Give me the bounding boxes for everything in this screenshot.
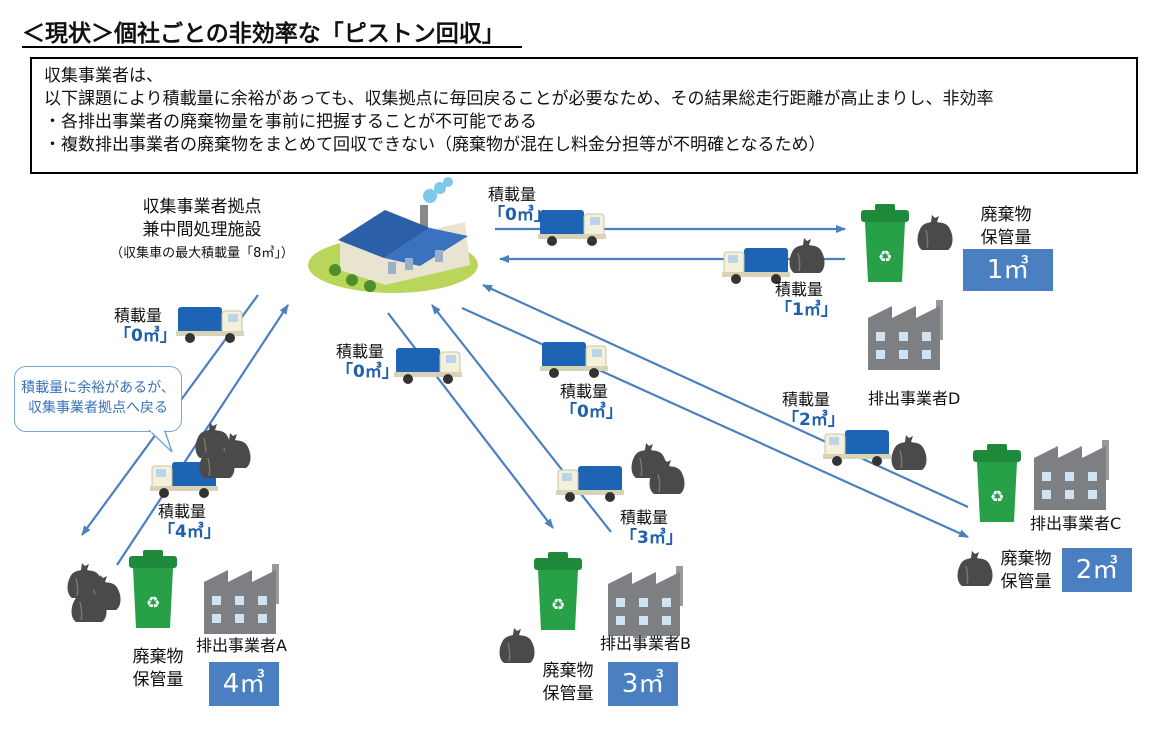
load-label-text: 積載量 bbox=[560, 382, 609, 401]
waste-bag-icon bbox=[498, 627, 536, 664]
storage-volume-c: 2㎥ bbox=[1062, 548, 1132, 592]
storage-label-line2: 保管量 bbox=[132, 670, 184, 690]
callout-line2: 収集事業者拠点へ戻る bbox=[28, 400, 168, 416]
storage-label-line2: 保管量 bbox=[542, 684, 594, 704]
summary-bullet: ・複数排出事業者の廃棄物をまとめて回収できない（廃棄物が混在し料金分担等が不明確… bbox=[44, 135, 826, 155]
truck-icon bbox=[823, 430, 891, 466]
load-label-text: 積載量 bbox=[158, 502, 207, 521]
load-label: 積載量 「0㎥」 bbox=[488, 185, 551, 225]
truck-icon bbox=[556, 466, 624, 502]
hub-label-line1: 収集事業者拠点 bbox=[142, 197, 262, 217]
load-label: 積載量 「4㎥」 bbox=[158, 502, 221, 542]
generator-label-d: 排出事業者D bbox=[868, 389, 961, 408]
summary-bullet: ・各排出事業者の廃棄物量を事前に把握することが不可能である bbox=[44, 112, 537, 132]
storage-label: 廃棄物 保管量 bbox=[120, 646, 196, 692]
storage-label-line2: 保管量 bbox=[980, 228, 1032, 248]
factory-icon bbox=[868, 300, 943, 370]
storage-label-line1: 廃棄物 bbox=[1000, 549, 1052, 569]
load-value: 「0㎥」 bbox=[488, 205, 551, 225]
load-value: 「0㎥」 bbox=[336, 362, 399, 382]
route-arrow bbox=[482, 283, 969, 509]
summary-line: 以下課題により積載量に余裕があっても、収集拠点に毎回戻ることが必要なため、その結… bbox=[44, 89, 994, 109]
factory-icon bbox=[1034, 440, 1109, 510]
load-label-text: 積載量 bbox=[782, 390, 831, 409]
hub-facility-icon bbox=[308, 177, 478, 293]
waste-bin-icon bbox=[534, 552, 582, 630]
load-value: 「4㎥」 bbox=[158, 522, 221, 542]
truck-icon bbox=[175, 306, 245, 344]
load-label-text: 積載量 bbox=[488, 185, 537, 204]
waste-bag-icon bbox=[890, 434, 928, 471]
load-label-text: 積載量 bbox=[620, 508, 669, 527]
waste-bin-icon bbox=[861, 204, 909, 282]
storage-label: 廃棄物 保管量 bbox=[530, 660, 606, 706]
generator-label-b: 排出事業者B bbox=[600, 634, 691, 653]
hub-label-line2: 兼中間処理施設 bbox=[142, 220, 262, 240]
load-label: 積載量 「0㎥」 bbox=[336, 342, 399, 382]
load-value: 「2㎥」 bbox=[782, 410, 845, 430]
route-arrow bbox=[387, 312, 554, 529]
factory-icon bbox=[608, 566, 683, 636]
load-label: 積載量 「2㎥」 bbox=[782, 390, 845, 430]
storage-volume-b: 3㎥ bbox=[608, 662, 678, 706]
truck-icon bbox=[393, 347, 463, 385]
truck-icon bbox=[539, 341, 609, 379]
load-label-text: 積載量 bbox=[114, 306, 163, 325]
storage-label-line1: 廃棄物 bbox=[132, 647, 184, 667]
storage-label: 廃棄物 保管量 bbox=[988, 548, 1064, 594]
load-label: 積載量 「1㎥」 bbox=[775, 280, 838, 320]
waste-bag-icon bbox=[788, 237, 826, 274]
callout-bubble: 積載量に余裕があるが、 収集事業者拠点へ戻る bbox=[14, 366, 182, 432]
load-label: 積載量 「0㎥」 bbox=[114, 306, 177, 346]
load-value: 「0㎥」 bbox=[560, 402, 623, 422]
load-label-text: 積載量 bbox=[336, 342, 385, 361]
load-value: 「1㎥」 bbox=[775, 300, 838, 320]
page-title: ＜現状＞個社ごとの非効率な「ピストン回収」 bbox=[22, 21, 505, 47]
load-label: 積載量 「3㎥」 bbox=[620, 508, 683, 548]
summary-box: 収集事業者は、 以下課題により積載量に余裕があっても、収集拠点に毎回戻ることが必… bbox=[30, 57, 1138, 174]
storage-volume-d: 1㎥ bbox=[963, 249, 1053, 291]
summary-line: 収集事業者は、 bbox=[44, 66, 163, 86]
load-value: 「3㎥」 bbox=[620, 528, 683, 548]
storage-label-line1: 廃棄物 bbox=[542, 661, 594, 681]
waste-bag-icon bbox=[916, 214, 954, 251]
load-value: 「0㎥」 bbox=[114, 326, 177, 346]
load-label: 積載量 「0㎥」 bbox=[560, 382, 623, 422]
generator-label-c: 排出事業者C bbox=[1030, 514, 1122, 533]
hub-capacity-note: （収集車の最大積載量「8㎥」） bbox=[110, 246, 294, 261]
callout-line1: 積載量に余裕があるが、 bbox=[21, 380, 175, 396]
storage-label-line2: 保管量 bbox=[1000, 572, 1052, 592]
title-underline bbox=[22, 46, 522, 48]
storage-label: 廃棄物 保管量 bbox=[968, 204, 1044, 250]
waste-bin-icon bbox=[973, 444, 1021, 522]
generator-label-a: 排出事業者A bbox=[196, 636, 287, 655]
waste-bin-icon bbox=[129, 550, 177, 628]
truck-icon bbox=[722, 248, 790, 284]
load-label-text: 積載量 bbox=[775, 280, 824, 299]
storage-volume-a: 4㎥ bbox=[209, 662, 279, 706]
hub-label: 収集事業者拠点 兼中間処理施設 （収集車の最大積載量「8㎥」） bbox=[102, 196, 302, 265]
storage-label-line1: 廃棄物 bbox=[980, 205, 1032, 225]
factory-icon bbox=[204, 564, 279, 634]
